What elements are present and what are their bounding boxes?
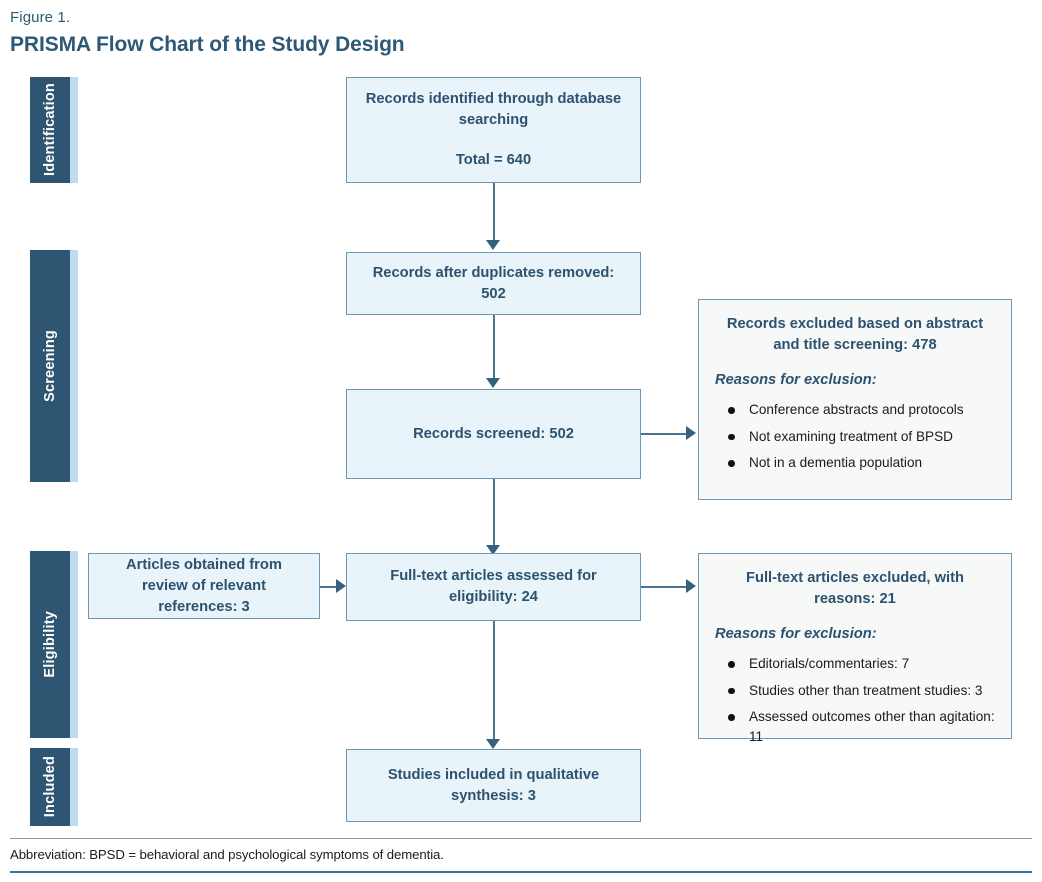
footnote-divider-top [10, 838, 1032, 839]
flow-box-records-screened-line1: Records screened: 502 [413, 425, 574, 442]
stage-label-included-text: Included [42, 756, 58, 818]
arrow-screened-to-excluded [686, 426, 696, 440]
flow-box-fulltext-assessed-line1: Full-text articles assessed for eligibil… [390, 568, 597, 605]
stage-label-screening: Screening [30, 250, 70, 482]
footnote-abbreviation: Abbreviation: BPSD = behavioral and psyc… [10, 847, 444, 862]
exclusion-box-records-excluded-subheading: Reasons for exclusion: [715, 372, 877, 388]
exclusion-box-records-excluded[interactable]: Records excluded based on abstract and t… [698, 299, 1012, 500]
flow-box-articles-from-references-line1: Articles obtained from review of relevan… [126, 556, 282, 615]
flow-box-records-identified-line2: Total = 640 [455, 152, 532, 168]
stage-label-identification-text: Identification [42, 83, 58, 177]
stage-stripe-screening [70, 250, 78, 482]
stage-label-included: Included [30, 748, 70, 826]
flow-box-studies-included-line1: Studies included in qualitative synthesi… [387, 766, 600, 804]
figure-header: Figure 1. PRISMA Flow Chart of the Study… [10, 8, 1010, 59]
connector-screened-to-fulltext [493, 479, 495, 547]
exclusion-box-records-excluded-heading: Records excluded based on abstract and t… [726, 316, 984, 353]
flow-box-records-screened[interactable]: Records screened: 502 [346, 389, 641, 479]
flow-box-records-identified[interactable]: Records identified through database sear… [346, 77, 641, 183]
stage-label-identification: Identification [30, 77, 70, 183]
exclusion-box-fulltext-excluded-subheading: Reasons for exclusion: [715, 626, 877, 642]
arrow-fulltext-to-included [486, 739, 500, 749]
footnote-divider-bottom [10, 871, 1032, 874]
list-item: Assessed outcomes other than agitation: … [728, 707, 995, 746]
flow-box-records-after-duplicates-line1: Records after duplicates removed: 502 [372, 264, 615, 302]
stage-label-eligibility: Eligibility [30, 551, 70, 738]
list-item: Conference abstracts and protocols [728, 400, 995, 420]
arrow-duplicates-to-screened [486, 378, 500, 388]
connector-references-to-fulltext [320, 586, 338, 588]
arrow-fulltext-to-excluded [686, 579, 696, 593]
stage-stripe-eligibility [70, 551, 78, 738]
page-title: PRISMA Flow Chart of the Study Design [10, 33, 405, 56]
exclusion-box-fulltext-excluded[interactable]: Full-text articles excluded, with reason… [698, 553, 1012, 744]
flow-box-fulltext-assessed[interactable]: Full-text articles assessed for eligibil… [346, 553, 641, 621]
list-item: Editorials/commentaries: 7 [728, 654, 995, 674]
arrow-references-to-fulltext [336, 579, 346, 593]
flow-box-studies-included[interactable]: Studies included in qualitative synthesi… [346, 749, 641, 822]
stage-label-eligibility-text: Eligibility [42, 611, 58, 678]
figure-number: Figure 1. [10, 9, 71, 26]
connector-screened-to-excluded [641, 433, 687, 435]
arrow-identified-to-duplicates [486, 240, 500, 250]
arrow-screened-to-fulltext [486, 545, 500, 555]
stage-stripe-included [70, 748, 78, 826]
list-item: Not in a dementia population [728, 453, 995, 473]
exclusion-box-fulltext-excluded-heading: Full-text articles excluded, with reason… [746, 570, 964, 607]
exclusion-reasons-list-screening: Conference abstracts and protocols Not e… [715, 400, 995, 473]
stage-label-screening-text: Screening [42, 330, 58, 402]
flow-box-records-after-duplicates[interactable]: Records after duplicates removed: 502 [346, 252, 641, 315]
exclusion-reasons-list-eligibility: Editorials/commentaries: 7 Studies other… [715, 654, 995, 746]
stage-stripe-identification [70, 77, 78, 183]
flow-box-articles-from-references[interactable]: Articles obtained from review of relevan… [88, 553, 320, 619]
list-item: Not examining treatment of BPSD [728, 427, 995, 447]
connector-fulltext-to-included [493, 621, 495, 741]
list-item: Studies other than treatment studies: 3 [728, 681, 995, 701]
connector-duplicates-to-screened [493, 315, 495, 380]
connector-fulltext-to-excluded [641, 586, 687, 588]
flow-box-records-identified-line1: Records identified through database sear… [365, 91, 622, 128]
connector-identified-to-duplicates [493, 182, 495, 242]
